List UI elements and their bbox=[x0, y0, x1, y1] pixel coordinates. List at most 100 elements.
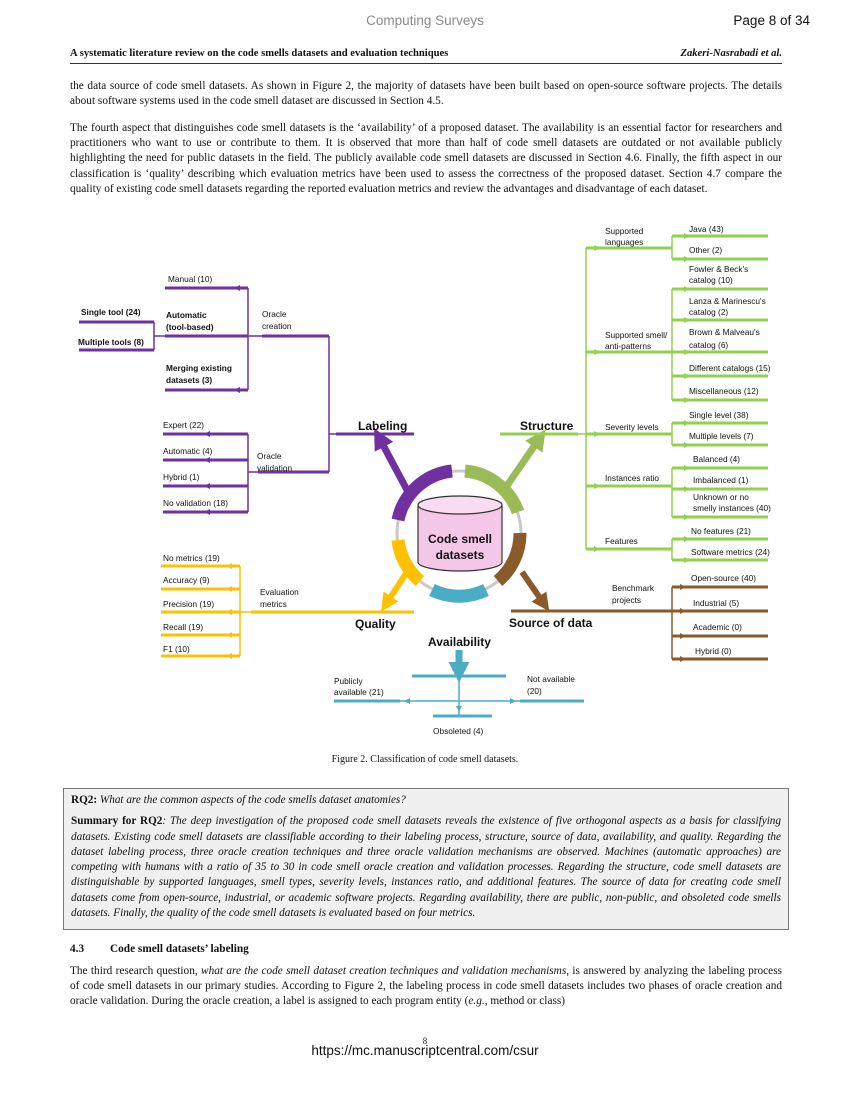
label-unknown-2: smelly instances (40) bbox=[693, 503, 771, 513]
section-title: Code smell datasets’ labeling bbox=[110, 943, 249, 955]
label-publicly-2: available (21) bbox=[334, 687, 384, 697]
center-ring bbox=[391, 464, 527, 603]
running-authors: Zakeri-Nasrabadi et al. bbox=[680, 48, 782, 59]
availability-title: Availability bbox=[428, 635, 491, 649]
footer-url[interactable]: https://mc.manuscriptcentral.com/csur bbox=[311, 1043, 539, 1058]
label-oracle-creation-2: creation bbox=[262, 321, 292, 331]
rq2-summary-label: Summary for RQ2 bbox=[71, 815, 163, 828]
p3-question: what are the code smell dataset creation… bbox=[201, 965, 567, 977]
label-industrial: Industrial (5) bbox=[693, 598, 739, 608]
center-label-1: Code smell bbox=[428, 532, 492, 546]
source-branch bbox=[586, 585, 768, 661]
structure-arrow bbox=[501, 429, 546, 492]
label-automatic-val: Automatic (4) bbox=[163, 446, 213, 456]
label-single-level: Single level (38) bbox=[689, 410, 749, 420]
label-different-catalogs: Different catalogs (15) bbox=[689, 363, 771, 373]
label-oracle-validation-2: validation bbox=[257, 463, 292, 473]
source-arrow bbox=[519, 570, 550, 612]
labeling-arrow bbox=[374, 428, 411, 492]
label-balanced: Balanced (4) bbox=[693, 454, 740, 464]
source-title: Source of data bbox=[509, 616, 593, 630]
paragraph-1: the data source of code smell datasets. … bbox=[70, 80, 782, 108]
center-label-2: datasets bbox=[436, 548, 485, 562]
label-merging: Merging existing bbox=[166, 363, 232, 373]
availability-segment bbox=[429, 584, 489, 603]
source-segment bbox=[493, 532, 527, 586]
rq2-question: RQ2: What are the common aspects of the … bbox=[71, 793, 781, 808]
availability-branch bbox=[334, 674, 584, 718]
label-benchmark: Benchmark bbox=[612, 583, 655, 593]
label-oracle-creation: Oracle bbox=[262, 309, 287, 319]
label-automatic-tool-2: (tool-based) bbox=[166, 322, 214, 332]
rq2-label: RQ2: bbox=[71, 794, 98, 806]
label-brown: Brown & Malveau's bbox=[689, 327, 760, 337]
labeling-title: Labeling bbox=[358, 419, 407, 433]
label-java: Java (43) bbox=[689, 224, 724, 234]
label-automatic-tool: Automatic bbox=[166, 310, 207, 320]
label-merging-2: datasets (3) bbox=[166, 375, 212, 385]
label-other: Other (2) bbox=[689, 245, 722, 255]
label-multiple-levels: Multiple levels (7) bbox=[689, 431, 754, 441]
label-unknown: Unknown or no bbox=[693, 492, 749, 502]
label-hybrid-src: Hybrid (0) bbox=[695, 646, 732, 656]
label-software-metrics: Software metrics (24) bbox=[691, 547, 770, 557]
label-lanza-2: catalog (2) bbox=[689, 307, 728, 317]
rq2-summary-box: RQ2: What are the common aspects of the … bbox=[63, 788, 789, 930]
figure-caption: Figure 2. Classification of code smell d… bbox=[331, 754, 519, 765]
rq2-question-text: What are the common aspects of the code … bbox=[99, 794, 406, 806]
footer-page-number: 8 bbox=[422, 1036, 428, 1046]
label-miscellaneous: Miscellaneous (12) bbox=[689, 386, 759, 396]
label-oracle-validation: Oracle bbox=[257, 451, 282, 461]
label-multiple-tools: Multiple tools (8) bbox=[78, 337, 144, 347]
label-hybrid-val: Hybrid (1) bbox=[163, 472, 200, 482]
label-manual: Manual (10) bbox=[168, 274, 213, 284]
label-recall: Recall (19) bbox=[163, 622, 203, 632]
label-not-available: Not available bbox=[527, 674, 575, 684]
label-not-available-2: (20) bbox=[527, 686, 542, 696]
running-title: A systematic literature review on the co… bbox=[70, 48, 449, 59]
label-accuracy: Accuracy (9) bbox=[163, 575, 210, 585]
label-eval-metrics-2: metrics bbox=[260, 599, 287, 609]
label-single-tool: Single tool (24) bbox=[81, 307, 141, 317]
labeling-segment bbox=[391, 464, 453, 522]
rq2-summary-text: : The deep investigation of the proposed… bbox=[71, 815, 781, 920]
label-academic: Academic (0) bbox=[693, 622, 742, 632]
quality-title: Quality bbox=[355, 617, 396, 631]
p3-pre: The third research question, bbox=[70, 965, 202, 977]
section-heading: 4.3 Code smell datasets’ labeling bbox=[70, 943, 249, 955]
header-rule bbox=[70, 63, 782, 64]
label-no-features: No features (21) bbox=[691, 526, 751, 536]
p3-end: , method or class) bbox=[484, 995, 566, 1008]
label-expert: Expert (22) bbox=[163, 420, 204, 430]
label-imbalanced: Imbalanced (1) bbox=[693, 475, 749, 485]
running-header: A systematic literature review on the co… bbox=[70, 48, 782, 59]
page-indicator: Page 8 of 34 bbox=[733, 13, 810, 28]
label-obsoleted: Obsoleted (4) bbox=[433, 726, 484, 736]
label-supported-smell: Supported smell/ bbox=[605, 330, 668, 340]
label-benchmark-2: projects bbox=[612, 595, 641, 605]
label-lanza: Lanza & Marinescu's bbox=[689, 296, 766, 306]
p3-post: , is answered by analyzing the labeling … bbox=[70, 965, 782, 1008]
journal-name: Computing Surveys bbox=[366, 13, 484, 28]
label-precision: Precision (19) bbox=[163, 599, 214, 609]
quality-arrow bbox=[381, 570, 410, 612]
label-f1: F1 (10) bbox=[163, 644, 190, 654]
section-number: 4.3 bbox=[70, 943, 85, 955]
p3-eg: e.g. bbox=[468, 995, 485, 1008]
label-instances-ratio: Instances ratio bbox=[605, 473, 659, 483]
database-cylinder-icon: Code smell datasets bbox=[417, 495, 503, 572]
label-fowler: Fowler & Beck's bbox=[689, 264, 748, 274]
label-fowler-2: catalog (10) bbox=[689, 275, 733, 285]
label-features: Features bbox=[605, 536, 638, 546]
label-publicly: Publicly bbox=[334, 676, 363, 686]
structure-title: Structure bbox=[520, 419, 574, 433]
label-no-metrics: No metrics (19) bbox=[163, 553, 220, 563]
label-no-validation: No validation (18) bbox=[163, 498, 228, 508]
label-brown-2: catalog (6) bbox=[689, 340, 728, 350]
label-supported-languages-2: languages bbox=[605, 237, 643, 247]
label-supported-languages: Supported bbox=[605, 226, 644, 236]
label-eval-metrics: Evaluation bbox=[260, 587, 299, 597]
label-supported-smell-2: anti-patterns bbox=[605, 341, 651, 351]
structure-segment bbox=[464, 464, 525, 515]
